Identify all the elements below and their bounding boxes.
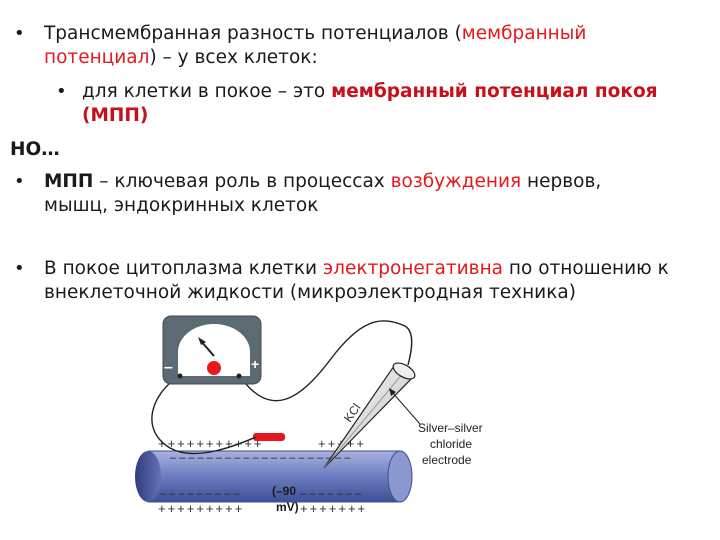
text: нервов, (521, 171, 602, 192)
no-heading: НО… (10, 139, 60, 160)
bullet1a-line2: (МПП) (82, 104, 148, 128)
highlight: мембранный потенциал покоя (331, 81, 658, 102)
inner-negatives-bottom-left: – – – – – – – – – (160, 488, 240, 500)
inner-negatives-bottom-right: – – – – – – – (300, 488, 362, 500)
bullet-icon: • (14, 23, 25, 44)
bullet-icon: • (56, 81, 67, 102)
meter-zero-label: 0 (208, 323, 216, 339)
bullet3-line2: внеклеточной жидкости (микроэлектродная … (44, 282, 576, 303)
text: для клетки в покое – это (82, 81, 332, 102)
highlight: мембранный (461, 23, 587, 44)
reading-value: (–90 (272, 484, 296, 498)
bullet2-line1: МПП – ключевая роль в процессах возбужде… (44, 170, 601, 194)
highlight: потенциал (44, 47, 150, 68)
electrode-label-line3: electrode (422, 453, 472, 467)
bullet1-line1: Трансмембранная разность потенциалов (ме… (44, 22, 586, 46)
voltmeter: 0 – + (162, 315, 262, 385)
electrode-label-line2: chloride (430, 437, 472, 451)
reading-unit: mV) (276, 500, 299, 514)
bullet-icon: • (14, 171, 25, 192)
label-pointer (391, 391, 421, 425)
bullet-icon: • (14, 258, 25, 279)
top-charges-left: +++++++++++ (158, 436, 264, 451)
inner-negatives-top: – – – – – – – – – – – – – – – – – – – – (170, 452, 351, 464)
text: – ключевая роль в процессах (93, 171, 391, 192)
meter-plus-label: + (251, 356, 259, 372)
bullet1a-line1: для клетки в покое – это мембранный поте… (82, 80, 658, 104)
bullet1-line2: потенциал) – у всех клеток: (44, 46, 318, 70)
highlight: (МПП) (82, 105, 149, 126)
text: по отношению к (503, 258, 669, 279)
highlight: возбуждения (390, 171, 522, 192)
text: МПП (44, 171, 94, 192)
bullet2-line2: мышц, эндокринных клеток (44, 195, 319, 216)
text: Трансмембранная разность потенциалов ( (44, 23, 462, 44)
wire-reference (151, 374, 257, 455)
reference-electrode (253, 433, 285, 441)
wire-electrode (238, 320, 413, 402)
meter-minus-label: – (164, 359, 173, 376)
bottom-charges-left: +++++++++ (158, 501, 244, 516)
highlight: электронегативна (322, 258, 504, 279)
bottom-charges-right: +++++++ (300, 501, 367, 516)
cell-cylinder (135, 450, 413, 503)
text: В покое цитоплазма клетки (44, 258, 323, 279)
text: ) – у всех клеток: (149, 47, 318, 68)
bullet3-line1: В покое цитоплазма клетки электронегатив… (44, 257, 669, 281)
electrode-label-line1: Silver–silver (418, 421, 483, 435)
